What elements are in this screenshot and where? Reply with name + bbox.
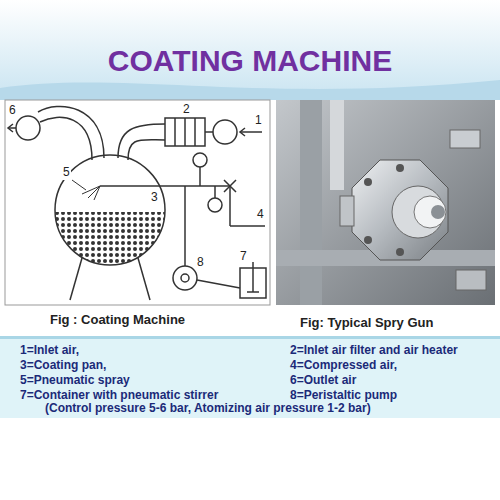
note: (Control pressure 5-6 bar, Atomizing air… xyxy=(45,402,371,416)
legend-item: 8=Peristaltic pump xyxy=(290,389,397,403)
legend-item: 4=Compressed air, xyxy=(290,359,397,373)
callout-number: 4 xyxy=(256,208,265,222)
legend-item: 5=Pneumatic spray xyxy=(20,374,130,388)
legend-item: 7=Container with pneumatic stirrer xyxy=(20,389,218,403)
figure-caption: Fig: Typical Spry Gun xyxy=(300,316,433,331)
legend-item: 6=Outlet air xyxy=(290,374,356,388)
wave xyxy=(0,80,500,100)
spray-gun-photo xyxy=(276,100,495,305)
callout-number: 6 xyxy=(8,104,17,118)
title-band xyxy=(0,0,500,100)
legend-item: 1=Inlet air, xyxy=(20,344,79,358)
callout-number: 8 xyxy=(196,256,205,270)
coating-machine-schematic xyxy=(8,106,266,300)
figure-caption: Fig : Coating Machine xyxy=(50,313,185,328)
callout-number: 3 xyxy=(150,191,159,205)
callout-number: 2 xyxy=(182,103,191,117)
callout-number: 7 xyxy=(239,250,248,264)
callout-number: 5 xyxy=(62,166,71,180)
legend-item: 3=Coating pan, xyxy=(20,359,106,373)
legend-item: 2=Inlet air filter and air heater xyxy=(290,344,458,358)
schematic-frame xyxy=(5,100,270,305)
slide-title: COATING MACHINE xyxy=(0,44,500,79)
list-band xyxy=(0,336,500,418)
callout-number: 1 xyxy=(254,114,263,128)
band-line xyxy=(0,336,500,339)
